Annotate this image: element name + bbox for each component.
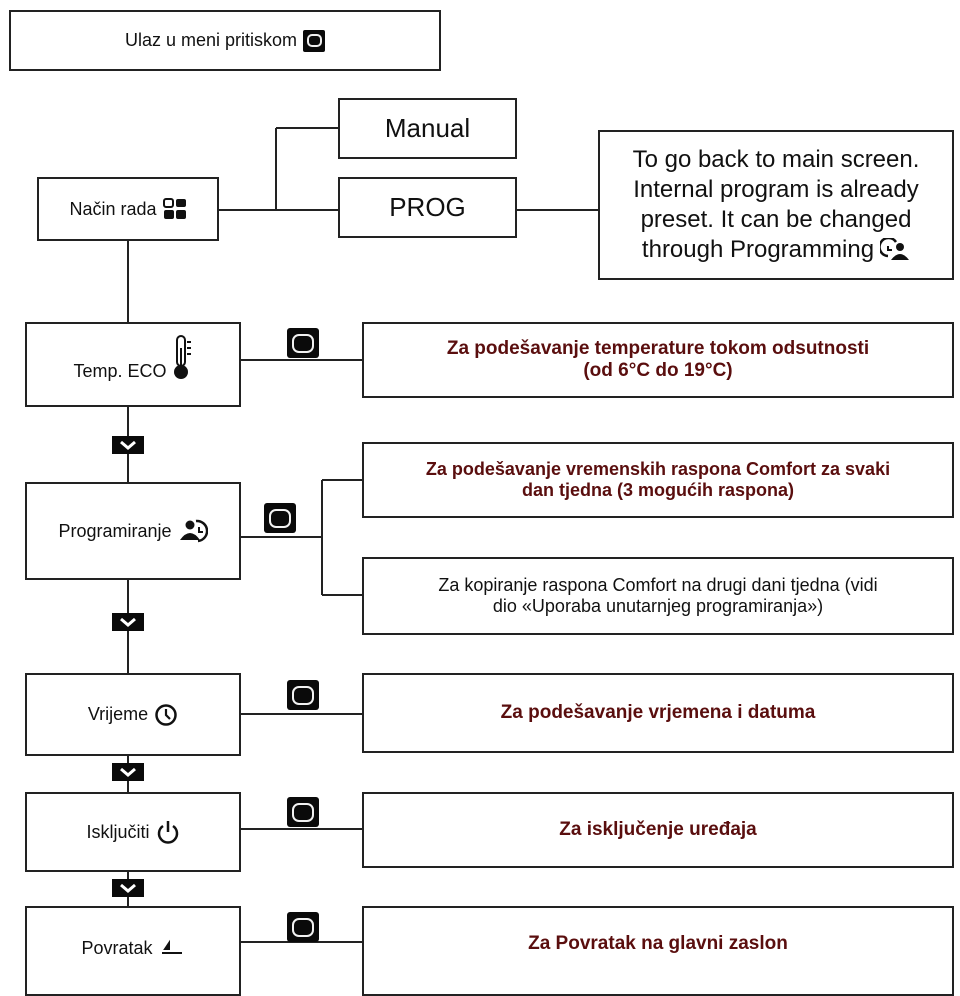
note-programming-copy: Za kopiranje raspona Comfort na drugi da… [362, 557, 954, 635]
back-label: Povratak [81, 937, 153, 958]
note-back: Za Povratak na glavni zaslon [362, 906, 954, 996]
menu-item-temp-eco[interactable]: Temp. ECO [25, 322, 241, 407]
programming-clock-person-icon [880, 238, 910, 262]
option-prog[interactable]: PROG [338, 177, 517, 238]
prog2-note-line1: Za kopiranje raspona Comfort na drugi da… [438, 575, 878, 595]
menu-item-off[interactable]: Isključiti [25, 792, 241, 872]
eco-note-line2: (od 6°C do 19°C) [583, 360, 733, 381]
prog2-note-line2: dio «Uporaba unutarnjeg programiranja») [492, 596, 824, 616]
note-temp-eco: Za podešavanje temperature tokom odsutno… [362, 322, 954, 398]
menu-item-time[interactable]: Vrijeme [25, 673, 241, 756]
off-label: Isključiti [86, 821, 150, 842]
prog1-note-line2: dan tjedna (3 mogućih raspona) [521, 480, 795, 500]
note-time: Za podešavanje vrjemena i datuma [362, 673, 954, 753]
chevron-down-icon [112, 763, 144, 781]
mode-label: Način rada [69, 198, 157, 219]
prog-label: Programiranje [58, 520, 172, 541]
prog-note-line2: Internal program is already [633, 176, 919, 203]
programming-person-icon [178, 518, 208, 544]
back-note: Za Povratak na glavni zaslon [528, 933, 788, 954]
time-note: Za podešavanje vrjemena i datuma [500, 702, 816, 723]
chevron-down-icon [112, 613, 144, 631]
clock-icon [154, 703, 178, 727]
option-manual[interactable]: Manual [338, 98, 517, 159]
chevron-down-icon [112, 879, 144, 897]
time-label: Vrijeme [87, 704, 149, 724]
eco-note-line1: Za podešavanje temperature tokom odsutno… [446, 338, 870, 359]
eco-label: Temp. ECO [73, 361, 167, 381]
prog-note-line1: To go back to main screen. [632, 146, 920, 173]
chevron-down-icon [112, 436, 144, 454]
prog1-note-line1: Za podešavanje vremenskih raspona Comfor… [425, 459, 891, 479]
ok-button-icon [303, 29, 326, 52]
ok-button-time[interactable] [287, 680, 319, 710]
ok-button-back[interactable] [287, 912, 319, 942]
menu-item-back[interactable]: Povratak [25, 906, 241, 996]
menu-entry-header: Ulaz u meni pritiskom [9, 10, 441, 71]
mode-grid-icon [162, 198, 187, 220]
ok-button-eco[interactable] [287, 328, 319, 358]
thermometer-icon [173, 334, 193, 380]
note-off: Za isključenje uređaja [362, 792, 954, 868]
manual-label: Manual [384, 113, 471, 143]
prog-note-line4: through Programming [641, 236, 875, 263]
header-text: Ulaz u meni pritiskom [124, 30, 298, 50]
return-arrow-icon [159, 939, 185, 957]
note-programming-ranges: Za podešavanje vremenskih raspona Comfor… [362, 442, 954, 518]
ok-button-off[interactable] [287, 797, 319, 827]
off-note: Za isključenje uređaja [559, 819, 757, 840]
prog-note-line3: preset. It can be changed [640, 206, 912, 233]
menu-item-programming[interactable]: Programiranje [25, 482, 241, 580]
ok-button-programming[interactable] [264, 503, 296, 533]
prog-label: PROG [389, 192, 466, 222]
menu-item-mode[interactable]: Način rada [37, 177, 219, 241]
power-icon [156, 819, 180, 845]
prog-note: To go back to main screen. Internal prog… [598, 130, 954, 280]
